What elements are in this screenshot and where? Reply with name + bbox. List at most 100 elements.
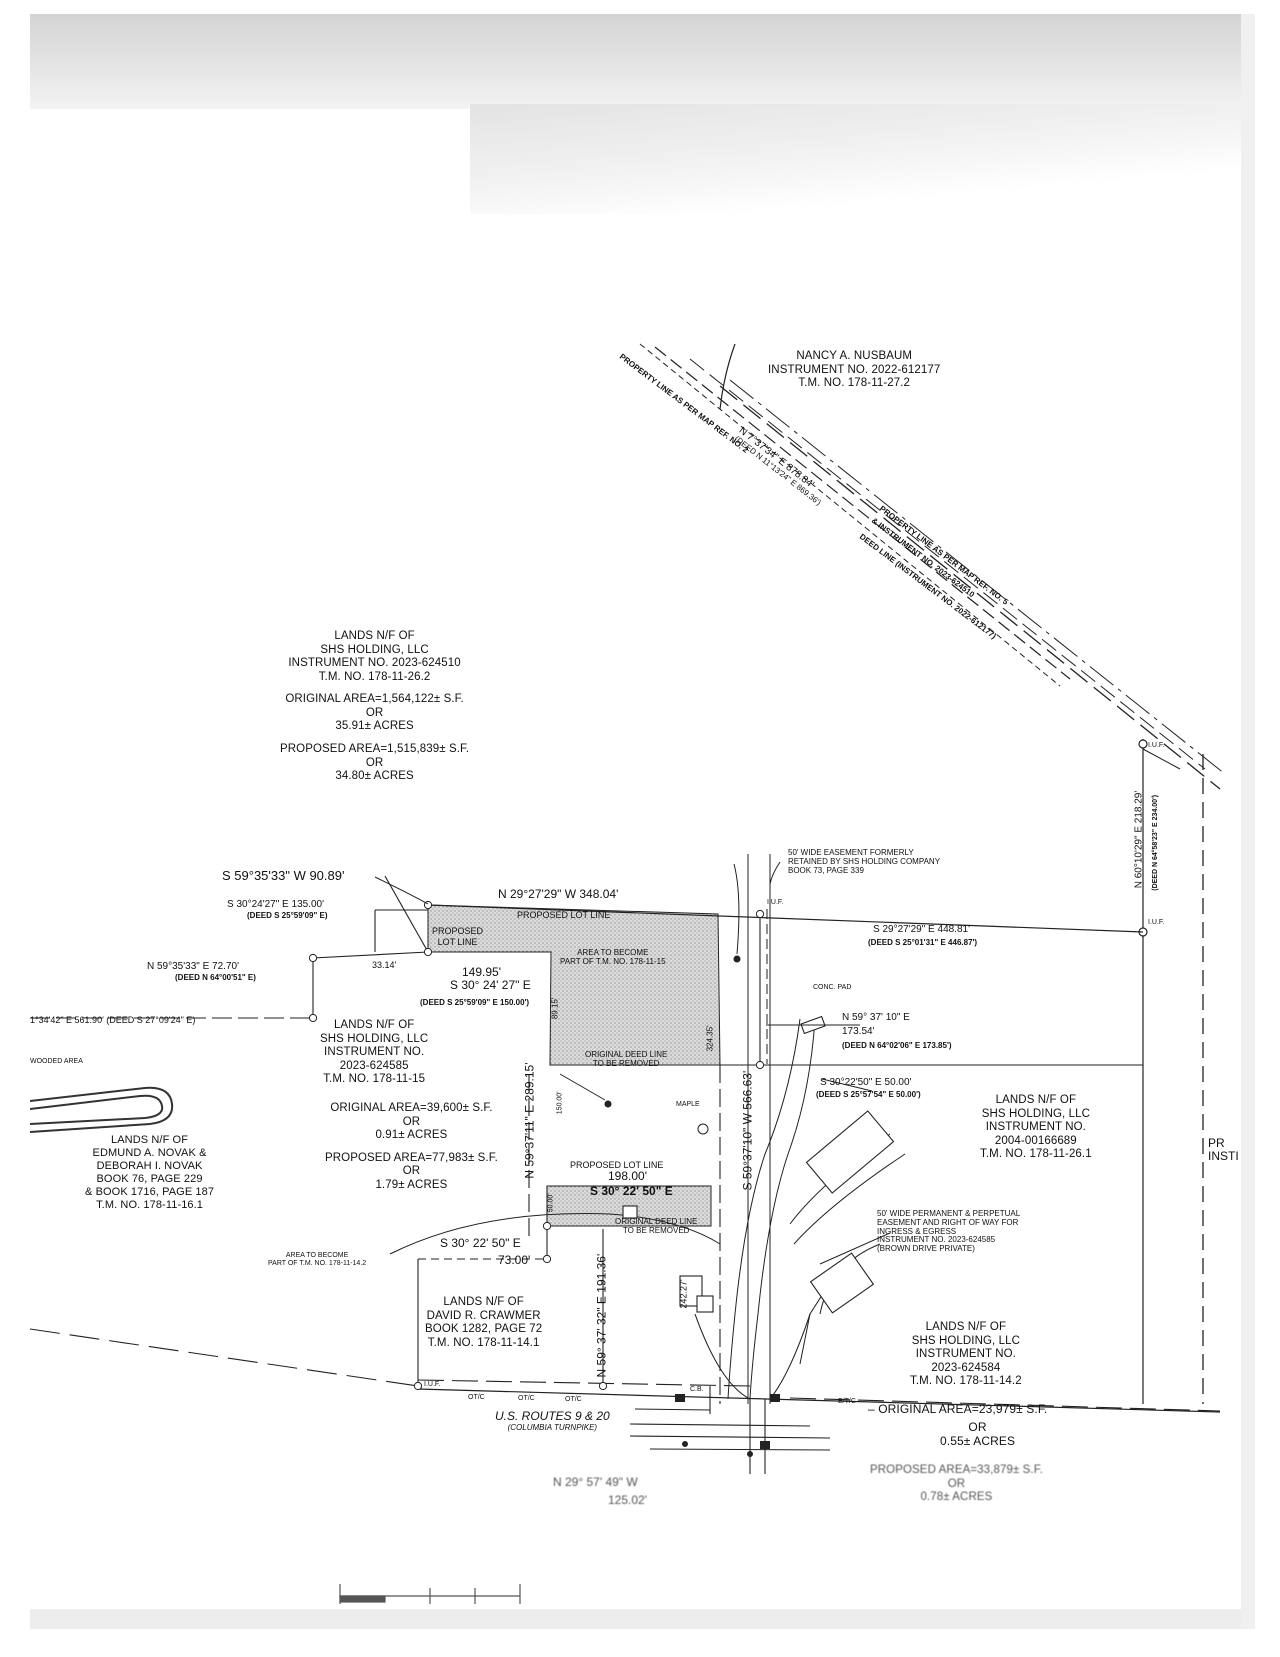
novak-block: LANDS N/F OF EDMUND A. NOVAK & DEBORAH I… [85, 1134, 214, 1212]
route-alias: (COLUMBIA TURNPIKE) [507, 1423, 598, 1433]
instrument-number: 2004-00166689 [994, 1134, 1077, 1147]
otc-label-1: OT/C [468, 1394, 485, 1401]
bearing-n59-37-10-e: N 59° 37' 10" E [842, 1012, 910, 1023]
area-to-become-line1: AREA TO BECOME [577, 948, 649, 957]
instrument-number: 2023-624585 [339, 1059, 409, 1072]
owner-name: SHS HOLDING, LLC [320, 1032, 429, 1045]
distance-173-54: 173.54' [842, 1026, 875, 1037]
scan-shadow-top [30, 14, 1255, 109]
distance-33-14: 33.14' [372, 960, 397, 970]
proposed-lot-line-top: PROPOSED LOT LINE [517, 910, 611, 920]
to-be-removed-label: TO BE REMOVED [622, 1226, 690, 1236]
shs-main-block: LANDS N/F OF SHS HOLDING, LLC INSTRUMENT… [280, 630, 469, 784]
perm-line5: (BROWN DRIVE PRIVATE) [877, 1244, 975, 1254]
bearing-n59-37-11-e: N 59°37'11" E 289.15' [522, 1062, 537, 1179]
distance-125-02: 125.02' [608, 1493, 647, 1507]
deed-n64-02-06-e: (DEED N 64°02'06" E 173.85') [842, 1041, 952, 1050]
original-acres: 0.55± ACRES [940, 1434, 1016, 1449]
owner-name: SHS HOLDING, LLC [911, 1334, 1021, 1347]
perm-line3: INGRESS & EGRESS [877, 1226, 957, 1236]
bearing-s59-37-10-w: S 59°37'10" W 566.63' [740, 1070, 755, 1191]
original-area: ORIGINAL AREA=1,564,122± S.F. [285, 693, 464, 706]
area-to-become-line2: PART OF T.M. NO. 178-11-14.2 [268, 1260, 367, 1268]
iuf-marker-4: I.U.F. [424, 1381, 441, 1388]
lands-of-label: LANDS N/F OF [333, 1019, 415, 1031]
distance-73-00: 73.00' [498, 1253, 531, 1267]
shs-lot15-areas: ORIGINAL AREA=39,600± S.F. OR 0.91± ACRE… [325, 1102, 498, 1192]
bearing-s30-24-27-e-135: S 30°24'27" E 135.00' [227, 899, 324, 910]
otc-label-2: OT/C [518, 1395, 535, 1402]
deed-n64-00-51-e: (DEED N 64°00'51" E) [175, 973, 256, 982]
instrument-number: INSTRUMENT NO. 2023-624510 [288, 657, 461, 670]
owner-name: DAVID R. CRAWMER [426, 1309, 541, 1322]
iuf-marker-2: I.U.F. [1148, 742, 1165, 749]
catch-basin-label: C.B. [690, 1386, 704, 1393]
owner-name-1: EDMUND A. NOVAK & [92, 1146, 207, 1159]
lands-of-label: LANDS N/F OF [334, 630, 415, 642]
nusbaum-block: NANCY A. NUSBAUM INSTRUMENT NO. 2022-612… [768, 350, 940, 391]
proposed-lot-line-mid: PROPOSED LOT LINE [570, 1160, 664, 1170]
original-area: ORIGINAL AREA=23,979± S.F. [878, 1402, 1048, 1416]
lands-of-label: LANDS N/F OF [443, 1296, 524, 1308]
route-label: U.S. ROUTES 9 & 20 (COLUMBIA TURNPIKE) [495, 1409, 610, 1433]
shs-14-2-proposed: PROPOSED AREA=33,879± S.F. OR 0.78± ACRE… [870, 1464, 1043, 1505]
original-deed-line-lower: ORIGINAL DEED LINE TO BE REMOVED [615, 1217, 697, 1236]
scale-bar [339, 1584, 521, 1604]
instrument-label: INSTRUMENT NO. [985, 1121, 1086, 1134]
shs-14-2-block: LANDS N/F OF SHS HOLDING, LLC INSTRUMENT… [910, 1321, 1022, 1389]
tax-map-number: T.M. NO. 178-11-27.2 [798, 377, 911, 390]
distance-149-95: 149.95' [462, 965, 501, 979]
lands-of-label: LANDS N/F OF [111, 1134, 189, 1146]
tax-map-number: T.M. NO. 178-11-16.1 [96, 1198, 204, 1211]
deed-book-2: & BOOK 1716, PAGE 187 [85, 1185, 215, 1198]
edge-line-2: INSTI [1208, 1149, 1239, 1164]
proposed-lot-line-left: PROPOSED LOT LINE [432, 926, 483, 947]
distance-198-00: 198.00' [608, 1169, 647, 1183]
shs-14-2-orig-acres: OR 0.55± ACRES [940, 1420, 1015, 1448]
instrument-number: 2023-624584 [931, 1361, 1001, 1374]
shs-26-1-block: LANDS N/F OF SHS HOLDING, LLC INSTRUMENT… [980, 1094, 1092, 1162]
distance-150-00: 150.00' [556, 1091, 564, 1115]
proposed-area: PROPOSED AREA=1,515,839± S.F. [280, 742, 470, 755]
instrument-label: INSTRUMENT NO. [915, 1348, 1016, 1361]
upper-property-lines [639, 343, 1226, 790]
perm-line1: 50' WIDE PERMANENT & PERPETUAL [877, 1209, 1021, 1218]
tax-map-number: T.M. NO. 178-11-15 [323, 1073, 426, 1086]
deed-s25-59-09-e-150: (DEED S 25°59'09" E 150.00') [420, 998, 530, 1007]
perm-line4: INSTRUMENT NO. 2023-624585 [877, 1235, 996, 1245]
iuf-marker-3: I.U.F. [1148, 919, 1165, 926]
deed-book: BOOK 1282, PAGE 72 [425, 1323, 543, 1336]
bearing-s30-22-50-e-lower: S 30° 22' 50" E [440, 1236, 521, 1250]
distance-324-35: 324.35' [705, 1025, 715, 1052]
shs-lot15-block: LANDS N/F OF SHS HOLDING, LLC INSTRUMENT… [320, 1019, 428, 1087]
survey-sheet: NANCY A. NUSBAUM INSTRUMENT NO. 2022-612… [30, 14, 1255, 1629]
or-label: OR [968, 1420, 987, 1434]
lot-line-label: LOT LINE [437, 936, 478, 947]
bearing-s59-35-33-w: S 59°35'33" W 90.89' [222, 868, 345, 883]
crawmer-block: LANDS N/F OF DAVID R. CRAWMER BOOK 1282,… [425, 1296, 542, 1350]
bearing-n59-37-32-e: N 59° 37' 32" E 191.36' [594, 1253, 609, 1378]
scan-right-edge [1241, 14, 1255, 1629]
bearing-s30-22-50-e-mid: S 30° 22' 50" E [590, 1184, 673, 1198]
bearing-n29-57-49-w: N 29° 57' 49" W [553, 1475, 638, 1489]
area-to-become-15: AREA TO BECOME PART OF T.M. NO. 178-11-1… [560, 948, 666, 967]
tax-map-number: T.M. NO. 178-11-14.2 [910, 1375, 1022, 1388]
bearing-left-edge-561-90: 1°34'42" E 561.90' (DEED S 27°09'24" E) [30, 1015, 196, 1025]
proposed-acres: 0.78± ACRES [920, 1491, 993, 1504]
deed-book-1: BOOK 76, PAGE 229 [96, 1172, 203, 1185]
paper-clip [30, 1086, 174, 1133]
proposed-acres: 34.80± ACRES [335, 770, 414, 783]
bearing-n59-35-33-e: N 59°35'33" E 72.70' [147, 961, 239, 972]
easement-line1: 50' WIDE EASEMENT FORMERLY [788, 848, 914, 857]
instrument-number: INSTRUMENT NO. 2022-612177 [768, 363, 941, 376]
perpetual-easement-note: 50' WIDE PERMANENT & PERPETUAL EASEMENT … [877, 1209, 1021, 1254]
area-to-become-line2: PART OF T.M. NO. 178-11-15 [560, 957, 666, 967]
deed-s25-57-54-e: (DEED S 25°57'54" E 50.00') [816, 1090, 921, 1099]
deed-n64-58-23-e: (DEED N 64°58'23" E 234.00') [1152, 794, 1160, 891]
proposed-area: PROPOSED AREA=33,879± S.F. [870, 1464, 1043, 1476]
proposed-acres: 1.79± ACRES [375, 1178, 448, 1191]
instrument-label: INSTRUMENT NO. [324, 1046, 425, 1059]
otc-label-3: OT/C [565, 1396, 582, 1403]
easement-line3: BOOK 73, PAGE 339 [788, 865, 864, 875]
original-acres: 35.91± ACRES [335, 720, 414, 733]
